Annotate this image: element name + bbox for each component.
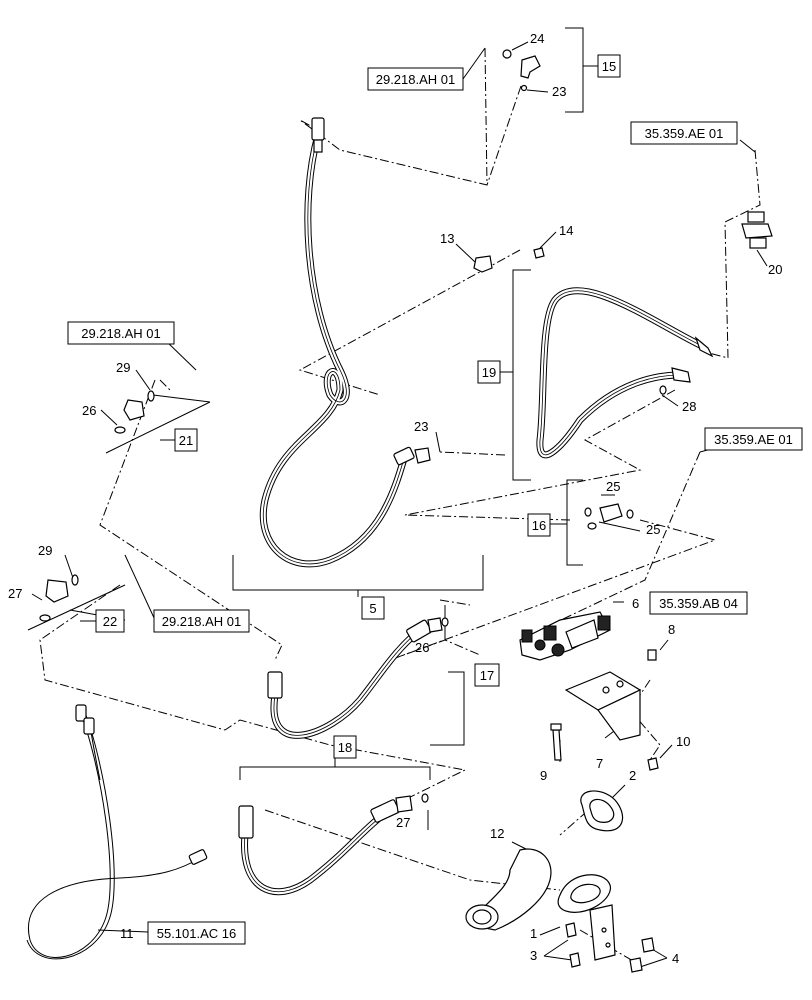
fitting-16	[584, 503, 634, 530]
elbow-fitting-22	[39, 574, 79, 622]
callout-13: 13	[440, 231, 454, 246]
callout-29: 29	[116, 360, 130, 375]
reference-label: 35.359.AE 01	[645, 126, 724, 141]
reference-labels: 29.218.AH 01 35.359.AE 01 29.218.AH 01 3…	[67, 67, 803, 945]
reference-box[interactable]: 29.218.AH 01	[153, 609, 250, 633]
callout-23: 23	[414, 419, 428, 434]
reference-label: 55.101.AC 16	[157, 926, 237, 941]
callout-1: 1	[530, 926, 537, 941]
duct-12	[465, 848, 552, 931]
wire-harness-11	[26, 704, 208, 960]
callout-8: 8	[668, 622, 675, 637]
callout-9: 9	[540, 768, 547, 783]
callout-16: 16	[532, 518, 546, 533]
callout-3: 3	[530, 948, 537, 963]
reference-label: 29.218.AH 01	[376, 72, 456, 87]
callout-6: 6	[632, 596, 639, 611]
reference-label: 29.218.AH 01	[162, 614, 242, 629]
callout-28: 28	[682, 399, 696, 414]
hose-assembly-19	[536, 287, 714, 459]
callout-29: 29	[38, 543, 52, 558]
reference-label: 29.218.AH 01	[81, 326, 161, 341]
callout-4: 4	[672, 951, 679, 966]
callout-15: 15	[602, 59, 616, 74]
elbow-fitting-21	[114, 390, 155, 434]
boxed-callouts: 15 19 21 16 5 22 17 18	[95, 54, 621, 759]
grommet-2	[580, 790, 624, 832]
callout-18: 18	[338, 740, 352, 755]
callout-26: 26	[415, 640, 429, 655]
callout-23: 23	[552, 84, 566, 99]
reference-box[interactable]: 29.218.AH 01	[367, 67, 464, 91]
reference-label: 35.359.AB 04	[659, 596, 738, 611]
callout-14: 14	[559, 223, 573, 238]
hose-assembly-18	[238, 793, 429, 896]
hose-assembly-5	[259, 117, 431, 568]
callout-20: 20	[768, 262, 782, 277]
callout-7: 7	[596, 756, 603, 771]
callout-24: 24	[530, 31, 544, 46]
callout-27: 27	[396, 815, 410, 830]
reference-box[interactable]: 35.359.AE 01	[704, 427, 803, 451]
hose-assembly-17	[267, 617, 449, 739]
callout-22: 22	[103, 614, 117, 629]
reference-box[interactable]: 29.218.AH 01	[67, 321, 175, 345]
reference-label: 35.359.AE 01	[714, 432, 793, 447]
bracket-7	[550, 649, 659, 771]
callouts: 24 23 13 14 20 29 26 28 23 25 25 29 27 6…	[8, 31, 782, 966]
reference-box[interactable]: 35.359.AE 01	[630, 121, 738, 145]
reference-box[interactable]: 55.101.AC 16	[147, 921, 246, 945]
clamp-bracket-1	[557, 874, 655, 973]
callout-11: 11	[120, 926, 134, 941]
callout-25: 25	[606, 479, 620, 494]
hydraulic-valve-6	[519, 611, 611, 661]
callout-17: 17	[480, 668, 494, 683]
reference-box[interactable]: 35.359.AB 04	[649, 591, 748, 615]
callout-26: 26	[82, 403, 96, 418]
pressure-switch-20	[741, 211, 773, 249]
callout-27: 27	[8, 586, 22, 601]
callout-12: 12	[490, 826, 504, 841]
callout-21: 21	[179, 433, 193, 448]
clip-13-nut-14	[473, 247, 545, 273]
callout-25: 25	[646, 522, 660, 537]
elbow-fitting-15	[502, 49, 541, 92]
callout-10: 10	[676, 734, 690, 749]
callout-2: 2	[629, 768, 636, 783]
callout-19: 19	[482, 365, 496, 380]
callout-5: 5	[369, 601, 376, 616]
